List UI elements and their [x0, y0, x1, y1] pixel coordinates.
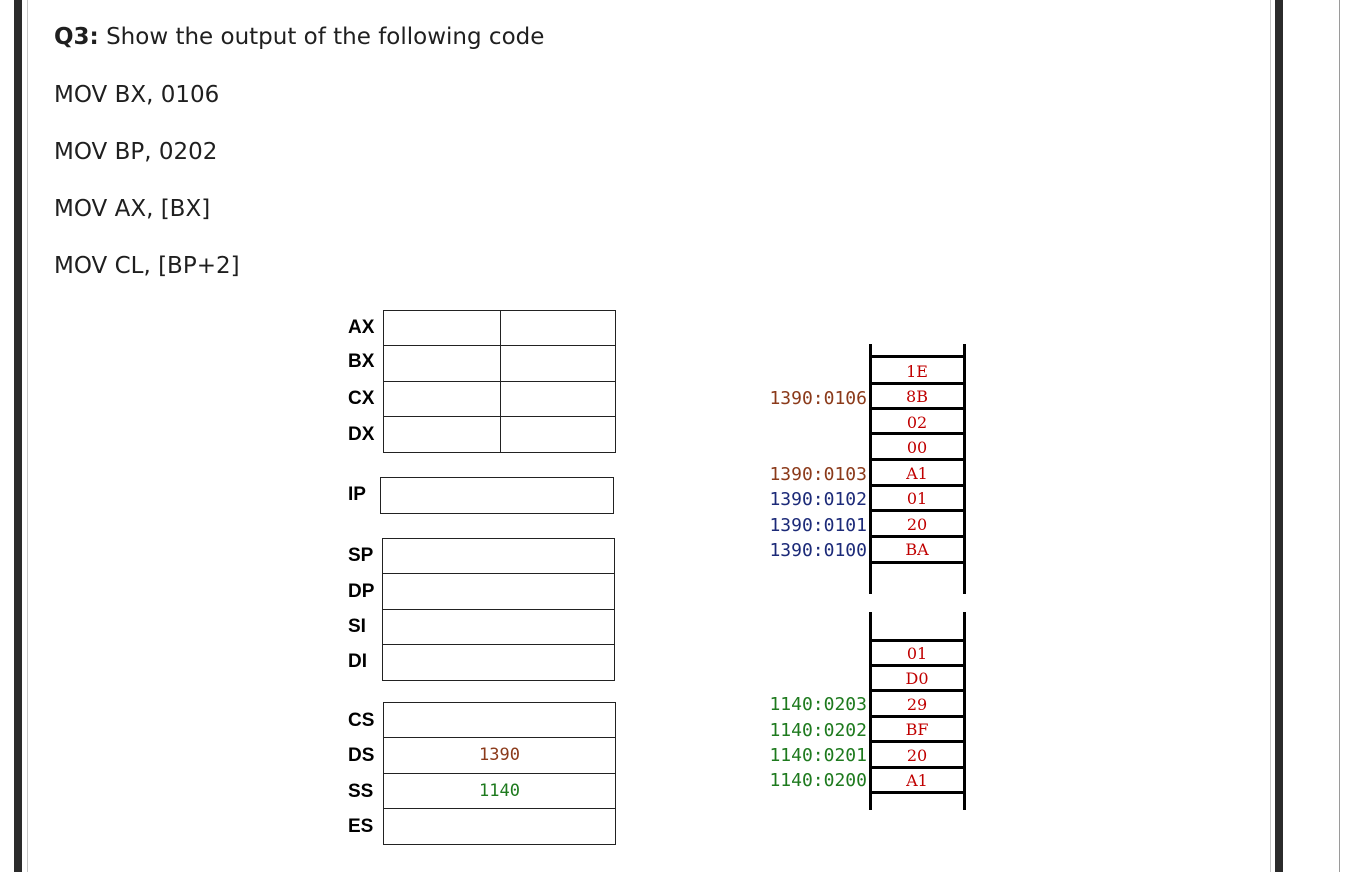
- memory-cell: BF: [905, 720, 929, 739]
- ladder-rung: [869, 509, 966, 512]
- memory-address: 1140:0202: [769, 720, 867, 741]
- memory-cell: 01: [906, 489, 928, 508]
- register-label-dp: DP: [348, 581, 375, 602]
- register-label-di: DI: [348, 651, 367, 672]
- memory-cell: 1E: [906, 362, 928, 381]
- memory-cell: 01: [906, 644, 928, 663]
- memory-cell: 29: [906, 695, 928, 714]
- register-label-cs: CS: [348, 710, 375, 731]
- register-sp: [382, 538, 615, 574]
- memory-cell: A1: [906, 771, 928, 790]
- right-frame-border: [1275, 0, 1283, 872]
- ladder-rung: [869, 535, 966, 538]
- memory-cell: D0: [905, 669, 929, 688]
- memory-address: 1390:0102: [769, 489, 867, 510]
- right-gutter: [1283, 0, 1339, 872]
- memory-cell: 00: [906, 438, 928, 457]
- register-label-ds: DS: [348, 745, 375, 766]
- code-line: MOV CL, [BP+2]: [54, 253, 240, 279]
- ladder-rung: [869, 458, 966, 461]
- register-bx: [383, 345, 616, 382]
- memory-address: 1390:0106: [769, 388, 867, 409]
- ladder-rung: [869, 561, 966, 564]
- question-number: Q3:: [54, 24, 99, 50]
- memory-address: 1390:0100: [769, 540, 867, 561]
- register-ax: [383, 310, 616, 346]
- memory-cell: 8B: [906, 387, 928, 406]
- left-frame-border: [14, 0, 22, 872]
- memory-cell: BA: [905, 540, 929, 559]
- code-line: MOV AX, [BX]: [54, 196, 211, 222]
- register-di: [382, 644, 615, 681]
- register-dx: [383, 416, 616, 453]
- code-line: MOV BX, 0106: [54, 82, 220, 108]
- ladder-rung: [869, 355, 966, 358]
- ladder-rung: [869, 484, 966, 487]
- register-label-ip: IP: [348, 484, 366, 505]
- memory-address: 1140:0201: [769, 745, 867, 766]
- register-label-es: ES: [348, 816, 374, 837]
- register-label-ax: AX: [348, 317, 375, 338]
- ladder-rung: [869, 639, 966, 642]
- memory-cell: A1: [906, 464, 928, 483]
- register-label-cx: CX: [348, 388, 375, 409]
- register-ss: 1140: [383, 773, 616, 809]
- register-ds-value: 1390: [479, 745, 520, 765]
- register-si: [382, 609, 615, 645]
- register-label-ss: SS: [348, 781, 374, 802]
- memory-address: 1140:0203: [769, 694, 867, 715]
- memory-address: 1140:0200: [769, 770, 867, 791]
- ladder-rung: [869, 791, 966, 794]
- register-label-bx: BX: [348, 351, 375, 372]
- ladder-rung: [869, 766, 966, 769]
- register-cs: [383, 702, 616, 738]
- memory-cell: 20: [906, 746, 928, 765]
- register-cx: [383, 381, 616, 417]
- register-label-si: SI: [348, 616, 366, 637]
- question-heading: Q3: Show the output of the following cod…: [54, 24, 544, 50]
- ladder-rail: [869, 344, 872, 594]
- question-text: Show the output of the following code: [106, 24, 545, 50]
- register-ip: [380, 477, 614, 514]
- ladder-rail: [869, 612, 872, 810]
- scrollbar-edge: [1339, 0, 1340, 872]
- ladder-rung: [869, 715, 966, 718]
- memory-cell: 20: [906, 515, 928, 534]
- ladder-rung: [869, 689, 966, 692]
- code-line: MOV BP, 0202: [54, 139, 218, 165]
- register-label-dx: DX: [348, 424, 375, 445]
- left-inner-border: [27, 0, 28, 872]
- right-inner-border: [1270, 0, 1271, 872]
- register-dp: [382, 573, 615, 610]
- ladder-rung: [869, 664, 966, 667]
- register-es: [383, 808, 616, 845]
- memory-address: 1390:0103: [769, 464, 867, 485]
- register-ss-value: 1140: [479, 781, 520, 801]
- ladder-rung: [869, 382, 966, 385]
- memory-cell: 02: [906, 413, 928, 432]
- ladder-rung: [869, 407, 966, 410]
- register-ds: 1390: [383, 737, 616, 774]
- ladder-rung: [869, 432, 966, 435]
- ladder-rail: [963, 612, 966, 810]
- ladder-rail: [963, 344, 966, 594]
- ladder-rung: [869, 740, 966, 743]
- register-label-sp: SP: [348, 545, 374, 566]
- memory-address: 1390:0101: [769, 515, 867, 536]
